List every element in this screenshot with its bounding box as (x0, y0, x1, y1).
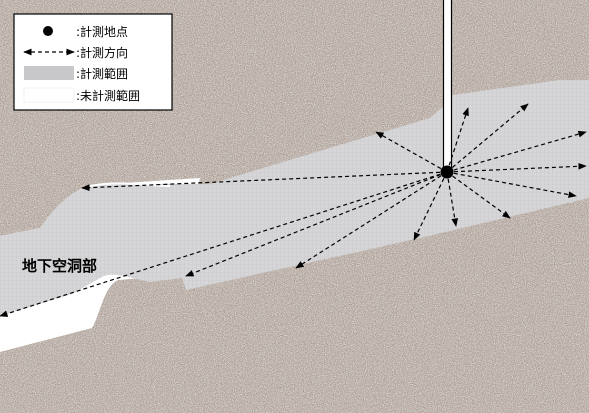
cavity-label: 地下空洞部 (22, 257, 97, 275)
legend-unmeasured-label: :未計測範囲 (76, 88, 140, 103)
legend-point-symbol (43, 26, 53, 36)
measurement-ray (446, 103, 529, 173)
legend-point-label: :計測地点 (76, 24, 128, 39)
legend-range-symbol (24, 66, 74, 80)
measurement-point (440, 165, 454, 179)
measurement-ray (446, 162, 587, 173)
measurement-ray (295, 171, 448, 269)
measurement-ray (446, 130, 587, 173)
legend: :計測地点 :計測方向 :計測範囲 :未計測範囲 (13, 13, 173, 111)
measured-range (0, 80, 589, 316)
measurement-ray (0, 171, 448, 317)
measured-range-edge (89, 182, 171, 187)
legend-range-label: :計測範囲 (76, 66, 128, 81)
measurement-ray (446, 171, 459, 227)
legend-direction-label: :計測方向 (76, 45, 128, 60)
measurement-ray (81, 171, 448, 192)
legend-unmeasured-symbol (23, 87, 75, 103)
borehole (442, 0, 453, 174)
measurement-ray (446, 171, 511, 219)
measurement-directions (0, 103, 587, 317)
measurement-ray (446, 107, 469, 173)
measurement-ray (446, 171, 577, 198)
measurement-ray (413, 171, 448, 241)
measurement-ray (185, 171, 448, 277)
